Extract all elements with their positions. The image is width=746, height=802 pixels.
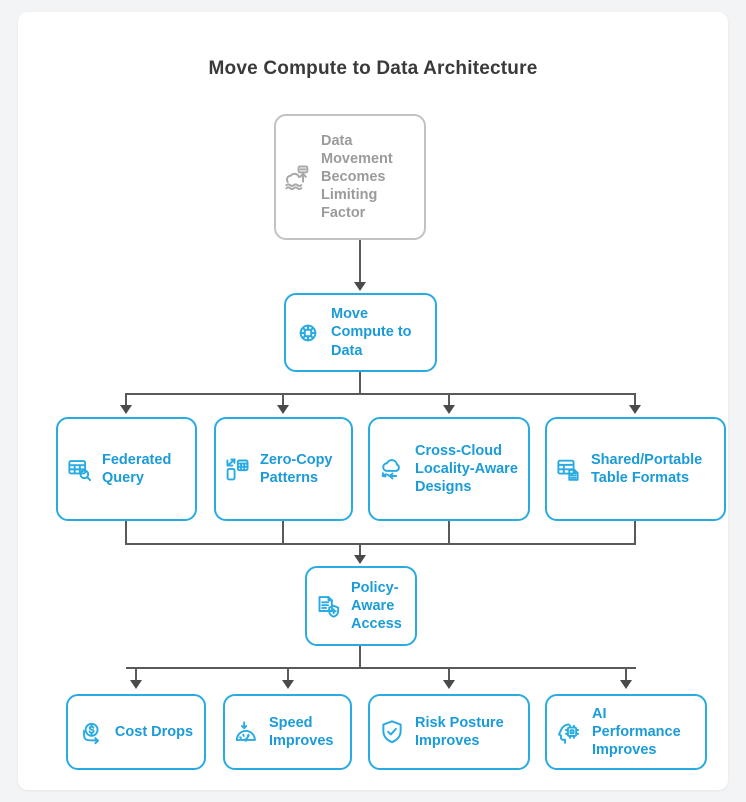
connector-drop-approach-3 bbox=[448, 393, 450, 407]
arrowhead bbox=[130, 680, 142, 689]
connector-bus-cap-right-approach bbox=[634, 393, 636, 396]
arrowhead bbox=[354, 555, 366, 564]
node-ai-performance-improves[interactable]: AI Performance Improves bbox=[545, 694, 707, 770]
node-risk-posture-improves[interactable]: Risk Posture Improves bbox=[368, 694, 530, 770]
node-cost-drops[interactable]: Cost Drops bbox=[66, 694, 206, 770]
connector-merge-bus bbox=[125, 543, 636, 545]
diagram-card: Move Compute to Data Architecture Data M… bbox=[18, 12, 728, 790]
node-label: Cross-Cloud Locality-Aware Designs bbox=[415, 442, 518, 496]
arrowhead bbox=[443, 680, 455, 689]
connector-gate-to-bus bbox=[359, 646, 361, 668]
connector-drop-outcome-1 bbox=[135, 667, 137, 682]
device-data-transfer-icon bbox=[224, 456, 251, 483]
connector-drop-outcome-2 bbox=[287, 667, 289, 682]
node-label: AI Performance Improves bbox=[592, 705, 681, 759]
connector-rise-approach-3 bbox=[448, 521, 450, 544]
arrowhead bbox=[120, 405, 132, 414]
connector-merge-to-gate bbox=[359, 543, 361, 557]
connector-drop-approach-4 bbox=[634, 393, 636, 407]
node-label: Risk Posture Improves bbox=[415, 714, 504, 749]
node-data-movement-limiting[interactable]: Data Movement Becomes Limiting Factor bbox=[274, 114, 426, 240]
node-label: Shared/Portable Table Formats bbox=[591, 451, 703, 486]
arrowhead bbox=[282, 680, 294, 689]
connector-drop-outcome-3 bbox=[448, 667, 450, 682]
table-document-icon bbox=[555, 456, 582, 483]
node-label: Policy-Aware Access bbox=[351, 579, 402, 633]
arrowhead bbox=[443, 405, 455, 414]
node-label: Zero-Copy Patterns bbox=[260, 451, 333, 486]
connector-approach-bus bbox=[126, 393, 636, 395]
dollar-arrow-down-icon bbox=[79, 719, 106, 746]
node-label: Federated Query bbox=[102, 451, 172, 486]
node-federated-query[interactable]: Federated Query bbox=[56, 417, 197, 521]
node-policy-aware-access[interactable]: Policy-Aware Access bbox=[305, 566, 417, 646]
arrowhead bbox=[620, 680, 632, 689]
connector-root-to-strategy bbox=[359, 240, 361, 284]
node-label: Speed Improves bbox=[269, 714, 334, 749]
node-label: Cost Drops bbox=[114, 723, 194, 740]
shield-check-icon bbox=[378, 718, 406, 746]
connector-drop-outcome-4 bbox=[625, 667, 627, 682]
brain-circuit-icon bbox=[294, 319, 322, 347]
data-transfer-upload-icon bbox=[284, 163, 312, 191]
connector-rise-approach-2 bbox=[282, 521, 284, 544]
arrowhead bbox=[354, 282, 366, 291]
page-title: Move Compute to Data Architecture bbox=[208, 58, 538, 79]
connector-rise-approach-4 bbox=[634, 521, 636, 544]
head-chip-icon bbox=[555, 718, 583, 746]
node-move-compute-to-data[interactable]: Move Compute to Data bbox=[284, 293, 437, 372]
cloud-sync-icon bbox=[378, 455, 406, 483]
node-label: Move Compute to Data bbox=[331, 306, 412, 359]
document-shield-icon bbox=[315, 593, 342, 620]
table-search-icon bbox=[66, 456, 93, 483]
connector-drop-approach-2 bbox=[282, 393, 284, 407]
connector-drop-approach-1 bbox=[125, 393, 127, 407]
node-label: Data Movement Becomes Limiting Factor bbox=[321, 132, 393, 222]
connector-outcome-bus bbox=[126, 667, 636, 669]
gauge-icon bbox=[233, 719, 260, 746]
node-zero-copy-patterns[interactable]: Zero-Copy Patterns bbox=[214, 417, 353, 521]
connector-bus-cap-left-approach bbox=[125, 393, 127, 396]
node-shared-portable-table-formats[interactable]: Shared/Portable Table Formats bbox=[545, 417, 726, 521]
arrowhead bbox=[277, 405, 289, 414]
connector-strategy-to-bus bbox=[359, 372, 361, 394]
arrowhead bbox=[629, 405, 641, 414]
connector-rise-approach-1 bbox=[125, 521, 127, 544]
node-cross-cloud-locality-aware-designs[interactable]: Cross-Cloud Locality-Aware Designs bbox=[368, 417, 530, 521]
node-speed-improves[interactable]: Speed Improves bbox=[223, 694, 352, 770]
